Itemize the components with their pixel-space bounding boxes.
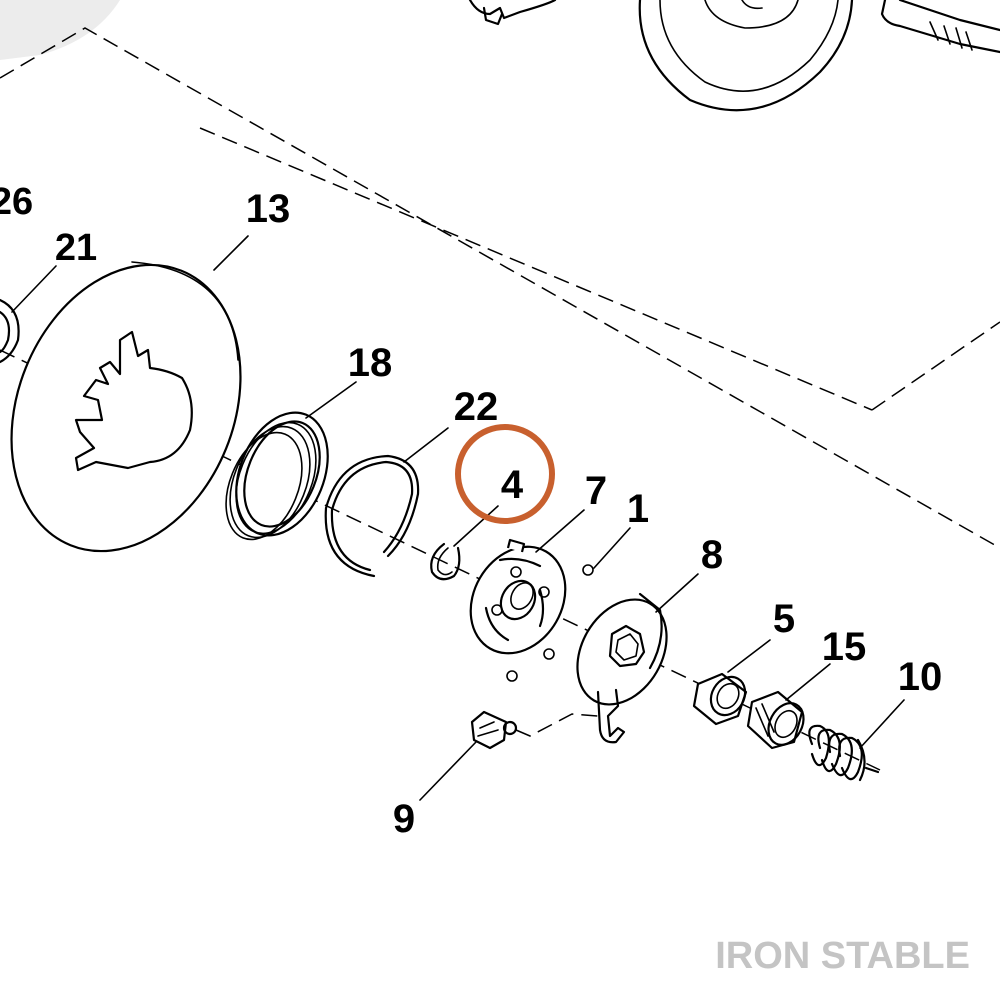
watermark-text: IRON STABLE	[715, 935, 970, 977]
callout-4: 4	[501, 463, 524, 507]
part-8-cam-plate	[576, 592, 668, 744]
top-shaft-partial	[880, 0, 1000, 54]
callout-1: 1	[627, 487, 649, 531]
corner-shade	[0, 0, 120, 60]
callout-7: 7	[585, 469, 607, 513]
part-10-spring	[808, 724, 880, 782]
part-5-bushing	[692, 672, 748, 726]
callout-15: 15	[822, 625, 867, 669]
outline-dashed-right	[871, 321, 1000, 411]
outline-dashed-top	[0, 27, 1000, 549]
top-left-part-partial	[468, 0, 557, 26]
part-9-axis-dashed	[515, 713, 599, 737]
part-21-ring	[0, 298, 20, 364]
axis-centerline	[0, 349, 881, 771]
callout-13: 13	[246, 187, 291, 231]
callout-22: 22	[454, 385, 499, 429]
top-pulley-partial	[638, 0, 854, 112]
callout-5: 5	[773, 597, 795, 641]
part-9-screw	[470, 710, 518, 750]
outline-dashed-mid	[199, 127, 873, 411]
leader-lines	[11, 235, 905, 801]
callout-9: 9	[393, 797, 415, 841]
callout-8: 8	[701, 533, 723, 577]
callout-21: 21	[55, 227, 97, 269]
callout-10: 10	[898, 655, 943, 699]
part-1-balls	[506, 564, 594, 682]
part-7-plate	[469, 538, 567, 655]
callout-26: 26	[0, 181, 33, 223]
part-15-bushing	[746, 690, 805, 750]
part-22-ring	[324, 454, 420, 578]
callout-18: 18	[348, 341, 393, 385]
highlight-circle	[455, 424, 555, 524]
part-4-circlip	[430, 542, 461, 581]
part-18-ring	[225, 411, 329, 541]
part-13-disc	[10, 261, 242, 553]
